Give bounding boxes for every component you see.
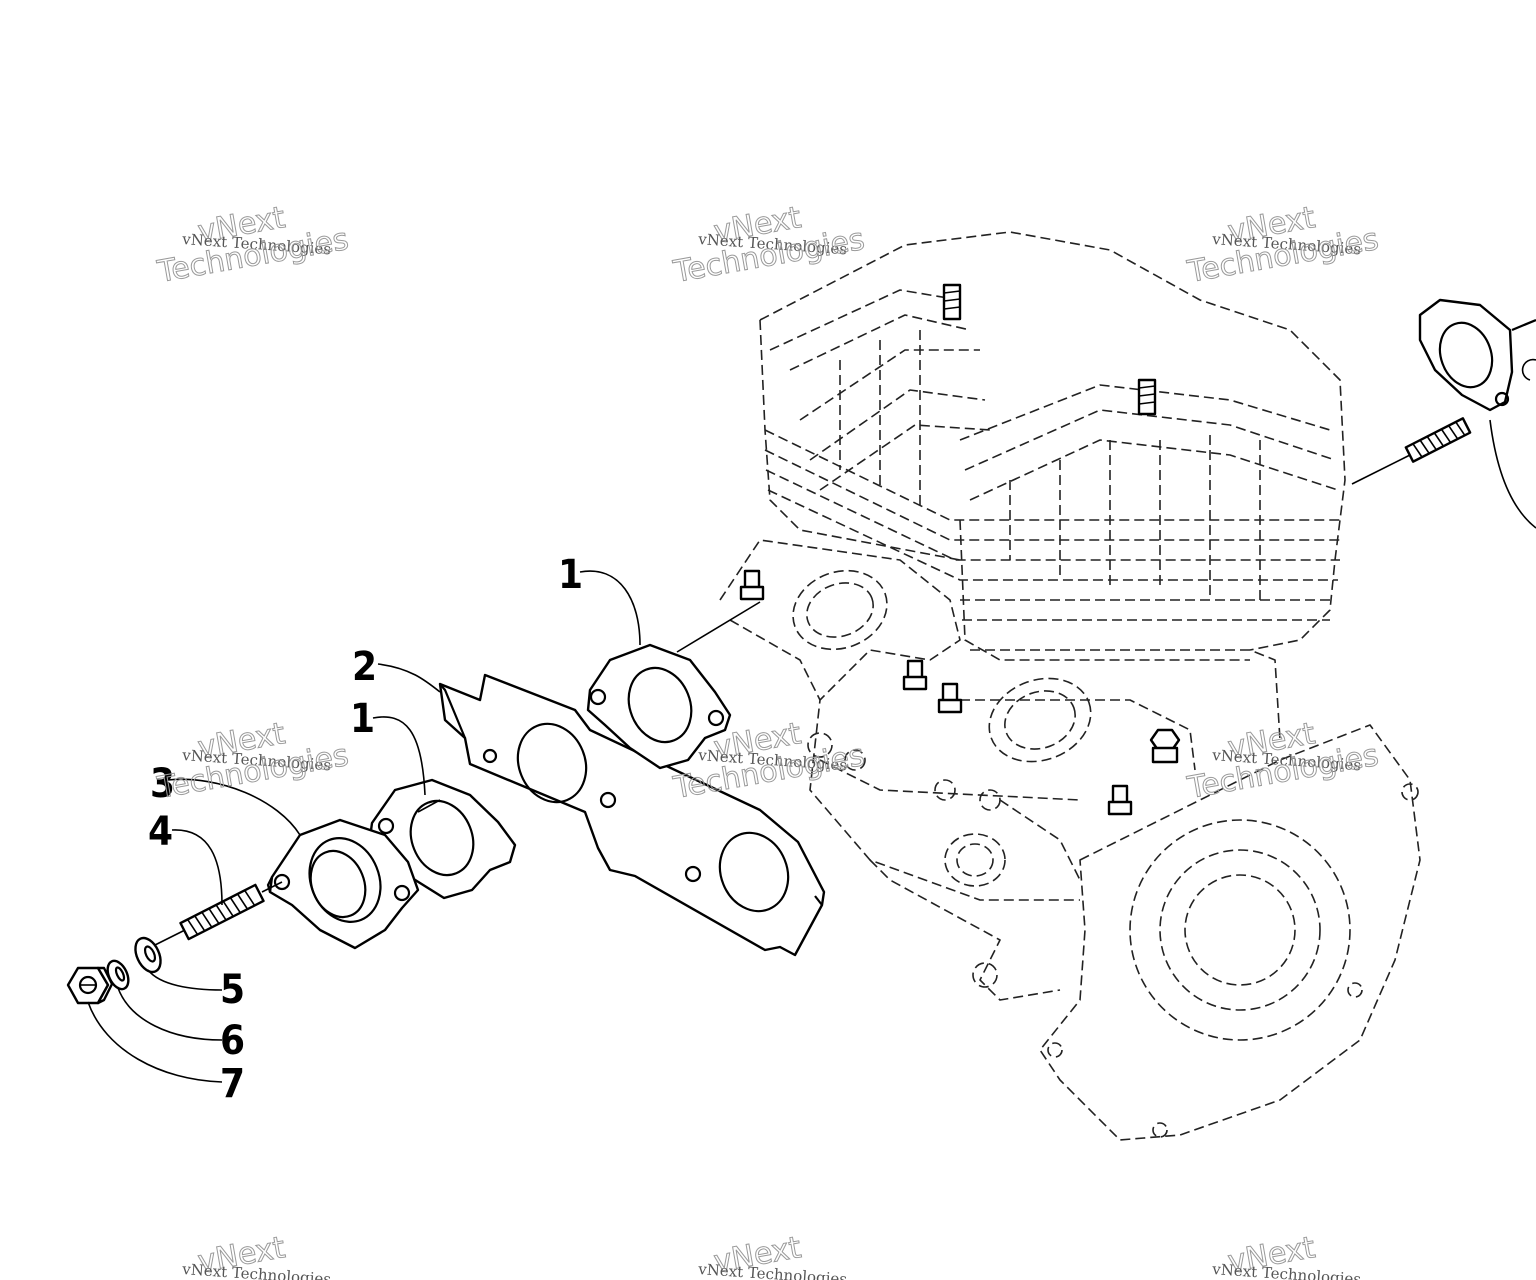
watermark-1: vNext vNext Technologies Technologies (154, 200, 352, 291)
callout-1-upper: 1 (558, 552, 583, 598)
callout-labels: 1 2 1 3 4 5 6 7 (148, 552, 583, 1107)
watermark-7: vNext vNext Technologies (181, 1230, 332, 1280)
flat-washer (134, 936, 162, 974)
watermark-2: vNext vNext Technologies Technologies (670, 200, 868, 291)
leader-lines (87, 570, 641, 1083)
assembly-axis (676, 601, 761, 653)
engine-block-phantom (719, 231, 1421, 1141)
watermark-6: vNext vNext Technologies Technologies (1184, 716, 1382, 807)
partial-gasket-right (1418, 298, 1536, 529)
assembly-axis-lower (261, 881, 283, 893)
flange-gasket-upper (586, 643, 732, 770)
hex-nut (66, 966, 114, 1005)
partial-stud-right (1351, 417, 1472, 485)
spacer-flange (266, 818, 420, 950)
watermarks: vNext vNext Technologies Technologies vN… (154, 200, 1382, 1280)
callout-6: 6 (220, 1018, 245, 1064)
callout-3: 3 (150, 761, 175, 807)
watermark-9: vNext vNext Technologies (1211, 1230, 1362, 1280)
stud (154, 883, 265, 946)
callout-5: 5 (220, 967, 245, 1013)
callout-1-lower: 1 (350, 696, 375, 742)
engine-studs (739, 283, 1181, 816)
manifold-gasket (438, 673, 826, 957)
callout-7: 7 (220, 1061, 245, 1107)
assembly-axis-mid (417, 799, 441, 813)
callout-2: 2 (352, 644, 377, 690)
watermark-3: vNext vNext Technologies Technologies (1184, 200, 1382, 291)
watermark-4: vNext vNext Technologies Technologies (154, 716, 352, 807)
watermark-8: vNext vNext Technologies (697, 1230, 848, 1280)
callout-4: 4 (148, 809, 173, 855)
